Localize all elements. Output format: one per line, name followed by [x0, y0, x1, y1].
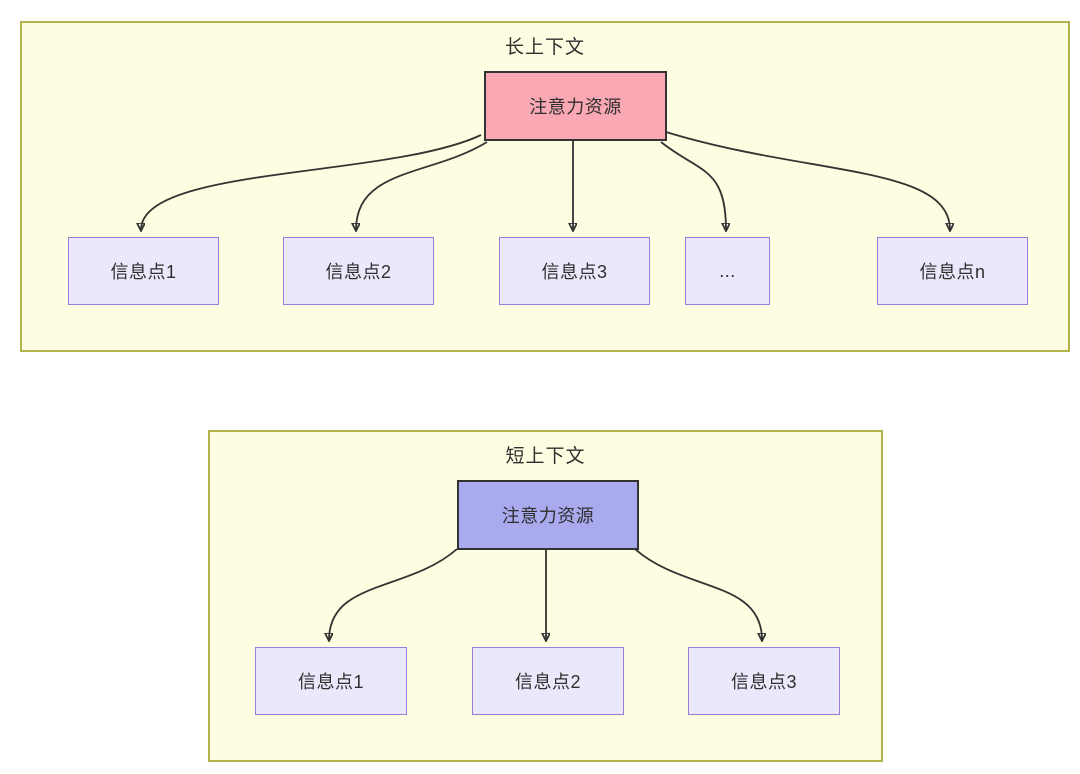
long-info-node-3: 信息点3: [499, 237, 650, 305]
long-info-label-3: 信息点3: [541, 262, 608, 282]
short-context-panel: 短上下文 注意力资源 信息点1 信息点2 信息点3: [208, 430, 883, 762]
short-info-label-3: 信息点3: [730, 672, 797, 692]
short-info-label-2: 信息点2: [514, 672, 581, 692]
short-attention-label: 注意力资源: [501, 506, 595, 526]
long-info-label-2: 信息点2: [325, 262, 392, 282]
long-context-panel: 长上下文 注意力资源 信息点1 信息点2 信息点3 ... 信息点n: [20, 21, 1070, 352]
long-info-node-2: 信息点2: [283, 237, 434, 305]
long-attention-label: 注意力资源: [529, 97, 622, 117]
short-info-label-1: 信息点1: [297, 672, 364, 692]
long-info-node-ellipsis: ...: [685, 237, 770, 305]
short-context-title: 短上下文: [505, 446, 586, 467]
short-attention-node: 注意力资源: [457, 480, 639, 550]
long-info-node-1: 信息点1: [68, 237, 219, 305]
short-info-node-3: 信息点3: [688, 647, 840, 715]
short-info-node-1: 信息点1: [255, 647, 407, 715]
long-info-label-ellipsis: ...: [719, 260, 736, 281]
long-info-label-1: 信息点1: [110, 262, 177, 282]
long-attention-node: 注意力资源: [484, 71, 667, 141]
long-info-label-n: 信息点n: [919, 262, 986, 282]
short-info-node-2: 信息点2: [472, 647, 624, 715]
long-info-node-n: 信息点n: [877, 237, 1028, 305]
long-context-title: 长上下文: [504, 37, 585, 58]
